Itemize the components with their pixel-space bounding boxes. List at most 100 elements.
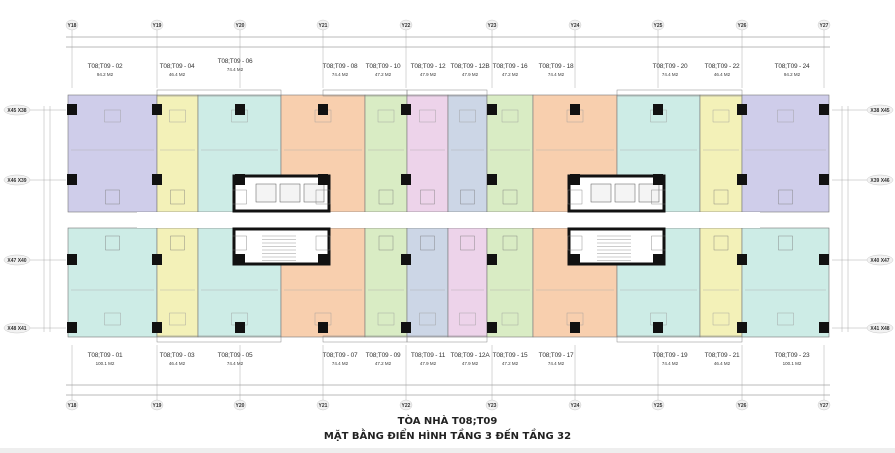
grid-row-label: X48 X41	[7, 326, 26, 332]
grid-row-label-bubble	[866, 104, 894, 116]
bathroom	[502, 189, 518, 205]
unit-03	[156, 227, 199, 338]
unit-01	[67, 227, 158, 338]
unit-12B	[447, 94, 488, 213]
unit-23	[741, 227, 830, 338]
unit-area: 74.4 M2	[226, 361, 244, 366]
grid-column-label-bubble	[233, 399, 247, 411]
unit-area: 47.9 M2	[419, 72, 437, 77]
grid-column-label: Y21	[319, 23, 328, 29]
balcony	[406, 89, 488, 97]
column	[737, 322, 747, 333]
column	[487, 174, 497, 185]
grid-column-label-bubble	[399, 19, 413, 31]
grid-column-label: Y22	[402, 23, 411, 29]
unit-name: T08;T09 - 12	[410, 63, 446, 70]
column	[819, 104, 829, 115]
column	[401, 254, 411, 265]
unit-area: 46.4 M2	[713, 72, 731, 77]
bathroom	[105, 235, 120, 251]
column	[819, 174, 829, 185]
bathroom	[105, 189, 120, 205]
grid-column-label: Y23	[488, 23, 497, 29]
column	[570, 174, 580, 185]
column	[318, 254, 328, 265]
bed	[169, 312, 186, 326]
column	[152, 104, 162, 115]
column	[67, 254, 77, 265]
bed	[501, 109, 519, 123]
elevator-shaft	[279, 183, 301, 203]
unit-area: 94.2 M2	[783, 72, 801, 77]
grid-row-label-bubble	[3, 104, 31, 116]
column	[67, 322, 77, 333]
bathroom	[713, 189, 729, 205]
unit-name: T08;T09 - 18	[538, 63, 574, 70]
unit-name: T08;T09 - 17	[538, 352, 574, 359]
grid-column-label-bubble	[568, 399, 582, 411]
unit-24	[741, 94, 830, 213]
unit-area: 46.4 M2	[713, 361, 731, 366]
bathroom	[567, 189, 583, 205]
bathroom	[170, 235, 185, 251]
grid-column-label: Y19	[153, 23, 162, 29]
column	[152, 174, 162, 185]
grid-row-label: X40 X47	[870, 258, 889, 264]
elevator-shaft	[590, 183, 612, 203]
grid-row-label-bubble	[3, 174, 31, 186]
unit-area: 74.4 M2	[661, 72, 679, 77]
bed	[777, 312, 794, 326]
grid-column-label-bubble	[65, 19, 79, 31]
bed	[777, 109, 794, 123]
bathroom	[651, 235, 666, 251]
grid-column-label-bubble	[817, 19, 831, 31]
grid-column-label-bubble	[817, 399, 831, 411]
unit-name: T08;T09 - 19	[652, 352, 688, 359]
column	[819, 254, 829, 265]
unit-area: 74.4 M2	[661, 361, 679, 366]
balcony	[406, 335, 488, 343]
balcony	[156, 335, 282, 343]
bed	[501, 312, 519, 326]
bed	[104, 312, 121, 326]
unit-area: 47.2 M2	[501, 72, 519, 77]
unit-02	[67, 94, 158, 213]
bathroom	[315, 189, 331, 205]
unit-name: T08;T09 - 08	[322, 63, 358, 70]
bathroom	[232, 189, 247, 205]
elevator-shaft	[303, 183, 325, 203]
unit-name: T08;T09 - 01	[87, 352, 123, 359]
column	[570, 104, 580, 115]
elevator-shaft	[638, 183, 660, 203]
unit-name: T08;T09 - 15	[492, 352, 528, 359]
grid-column-label: Y25	[654, 403, 663, 409]
grid-row-label: X46 X39	[7, 178, 26, 184]
column	[653, 104, 663, 115]
building-title: TÒA NHÀ T08;T09	[397, 416, 498, 427]
bathroom	[778, 235, 793, 251]
unit-area: 47.2 M2	[374, 361, 392, 366]
grid-column-label-bubble	[735, 19, 749, 31]
grid-row-label: X45 X38	[7, 108, 26, 114]
unit-name: T08;T09 - 04	[159, 63, 195, 70]
grid-column-label-bubble	[399, 399, 413, 411]
bed	[419, 312, 436, 326]
grid-column-label: Y20	[236, 403, 245, 409]
unit-area: 47.2 M2	[374, 72, 392, 77]
column	[235, 254, 245, 265]
column	[401, 104, 411, 115]
balcony	[616, 89, 743, 97]
grid-column-label: Y18	[68, 403, 77, 409]
